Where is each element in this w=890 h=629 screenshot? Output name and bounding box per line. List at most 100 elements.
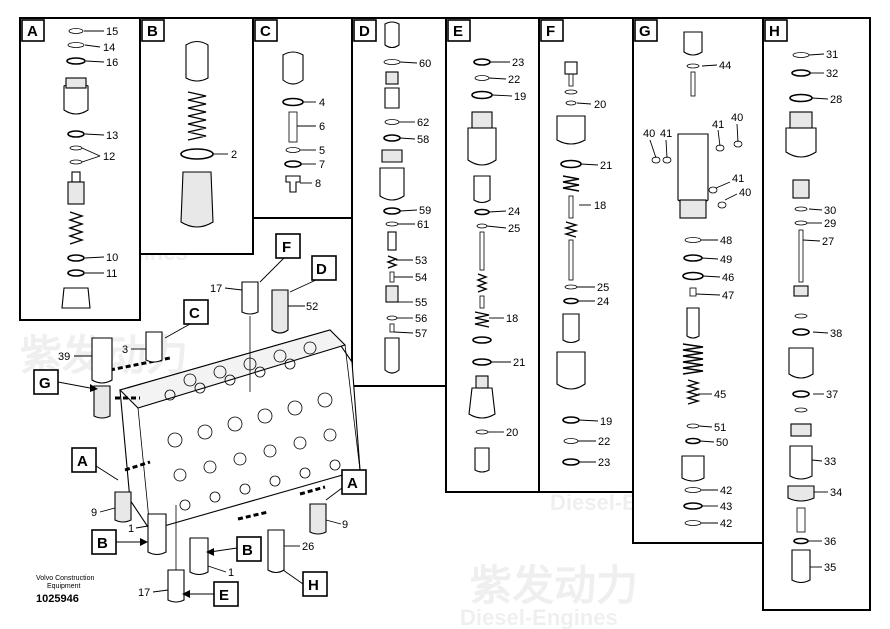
panel-f-frame [538, 17, 634, 493]
svg-text:6: 6 [319, 121, 325, 133]
svg-text:32: 32 [826, 68, 838, 80]
panel-tag-b: B [141, 19, 165, 42]
svg-text:F: F [282, 239, 291, 256]
svg-text:37: 37 [826, 389, 838, 401]
svg-text:55: 55 [415, 297, 427, 309]
panel-tag-a: A [21, 19, 45, 42]
svg-text:15: 15 [106, 26, 118, 38]
svg-text:19: 19 [600, 416, 612, 428]
svg-text:26: 26 [302, 541, 314, 553]
svg-text:19: 19 [514, 91, 526, 103]
svg-text:29: 29 [824, 218, 836, 230]
panel-c-frame [252, 17, 353, 219]
svg-text:35: 35 [824, 562, 836, 574]
panel-b-parts: 2 [180, 40, 237, 228]
svg-text:49: 49 [720, 254, 732, 266]
panel-tag-f: F [540, 19, 564, 42]
svg-text:10: 10 [106, 252, 118, 264]
svg-text:25: 25 [508, 223, 520, 235]
svg-text:62: 62 [417, 117, 429, 129]
svg-text:C: C [189, 305, 200, 322]
svg-text:13: 13 [106, 130, 118, 142]
panel-d-frame [351, 17, 447, 387]
panel-c-parts: 4 6 5 7 8 [282, 51, 325, 193]
svg-text:18: 18 [506, 313, 518, 325]
svg-text:C: C [260, 23, 271, 40]
svg-text:5: 5 [319, 145, 325, 157]
assembly-components [91, 281, 327, 603]
svg-text:9: 9 [342, 519, 348, 531]
svg-text:58: 58 [417, 134, 429, 146]
svg-text:34: 34 [830, 487, 842, 499]
panel-f-parts: 20 21 18 25 24 19 22 23 [556, 61, 612, 469]
svg-text:40: 40 [731, 112, 743, 124]
svg-text:24: 24 [597, 296, 609, 308]
watermark-cn-4: 紫发动力 [470, 562, 638, 609]
svg-text:G: G [639, 23, 651, 40]
svg-text:21: 21 [600, 160, 612, 172]
svg-text:48: 48 [720, 235, 732, 247]
svg-text:36: 36 [824, 536, 836, 548]
svg-text:17: 17 [210, 283, 222, 295]
panel-e-parts: 23 22 19 24 25 18 21 20 [467, 57, 526, 473]
svg-text:23: 23 [512, 57, 524, 69]
svg-text:7: 7 [319, 159, 325, 171]
svg-text:42: 42 [720, 518, 732, 530]
svg-text:61: 61 [417, 219, 429, 231]
svg-text:H: H [769, 23, 780, 40]
svg-text:52: 52 [306, 301, 318, 313]
svg-text:25: 25 [597, 282, 609, 294]
svg-text:23: 23 [598, 457, 610, 469]
svg-text:28: 28 [830, 94, 842, 106]
svg-text:41: 41 [660, 128, 672, 140]
svg-text:40: 40 [643, 128, 655, 140]
svg-text:45: 45 [714, 389, 726, 401]
svg-text:F: F [546, 23, 555, 40]
assembly-callouts: 39 3 17 52 9 1 9 1 26 17 [58, 283, 348, 599]
panel-tag-h: H [764, 19, 788, 42]
svg-text:B: B [242, 542, 253, 559]
svg-text:A: A [27, 23, 38, 40]
svg-text:53: 53 [415, 255, 427, 267]
svg-text:38: 38 [830, 328, 842, 340]
svg-text:E: E [219, 587, 229, 604]
panel-tag-e: E [447, 19, 471, 42]
svg-text:44: 44 [719, 60, 731, 72]
svg-text:11: 11 [106, 268, 117, 280]
svg-text:B: B [97, 535, 108, 552]
svg-text:27: 27 [822, 236, 834, 248]
part-number: 1025946 [36, 593, 79, 605]
panel-a-parts: 15 14 16 13 12 10 11 [61, 26, 118, 309]
svg-text:41: 41 [712, 119, 724, 131]
svg-text:57: 57 [415, 328, 427, 340]
watermark-en-4: Diesel-Engines [460, 605, 618, 629]
svg-text:46: 46 [722, 272, 734, 284]
brand-line-2: Equipment [47, 583, 81, 590]
svg-text:E: E [453, 23, 463, 40]
svg-text:21: 21 [513, 357, 525, 369]
svg-text:1: 1 [228, 567, 234, 579]
svg-text:60: 60 [419, 58, 431, 70]
svg-text:33: 33 [824, 456, 836, 468]
svg-text:3: 3 [122, 344, 128, 356]
svg-text:30: 30 [824, 205, 836, 217]
panel-e-frame [445, 17, 540, 493]
svg-text:39: 39 [58, 351, 70, 363]
svg-text:4: 4 [319, 97, 325, 109]
panel-g-parts: 44 40 41 41 40 41 40 48 49 46 47 45 51 5… [643, 31, 751, 530]
panel-tag-d: D [353, 19, 377, 42]
panel-h-frame [762, 17, 871, 611]
panel-tag-g: G [634, 19, 658, 42]
svg-text:2: 2 [231, 149, 237, 161]
svg-text:18: 18 [594, 200, 606, 212]
panel-tag-c: C [254, 19, 278, 42]
svg-text:A: A [77, 453, 88, 470]
svg-text:17: 17 [138, 587, 150, 599]
svg-text:41: 41 [732, 173, 744, 185]
panel-h-parts: 31 32 28 30 29 27 38 37 33 34 36 35 [785, 49, 842, 584]
svg-text:D: D [359, 23, 370, 40]
svg-text:50: 50 [716, 437, 728, 449]
svg-text:42: 42 [720, 485, 732, 497]
brand-line-1: Volvo Construction [36, 575, 94, 582]
